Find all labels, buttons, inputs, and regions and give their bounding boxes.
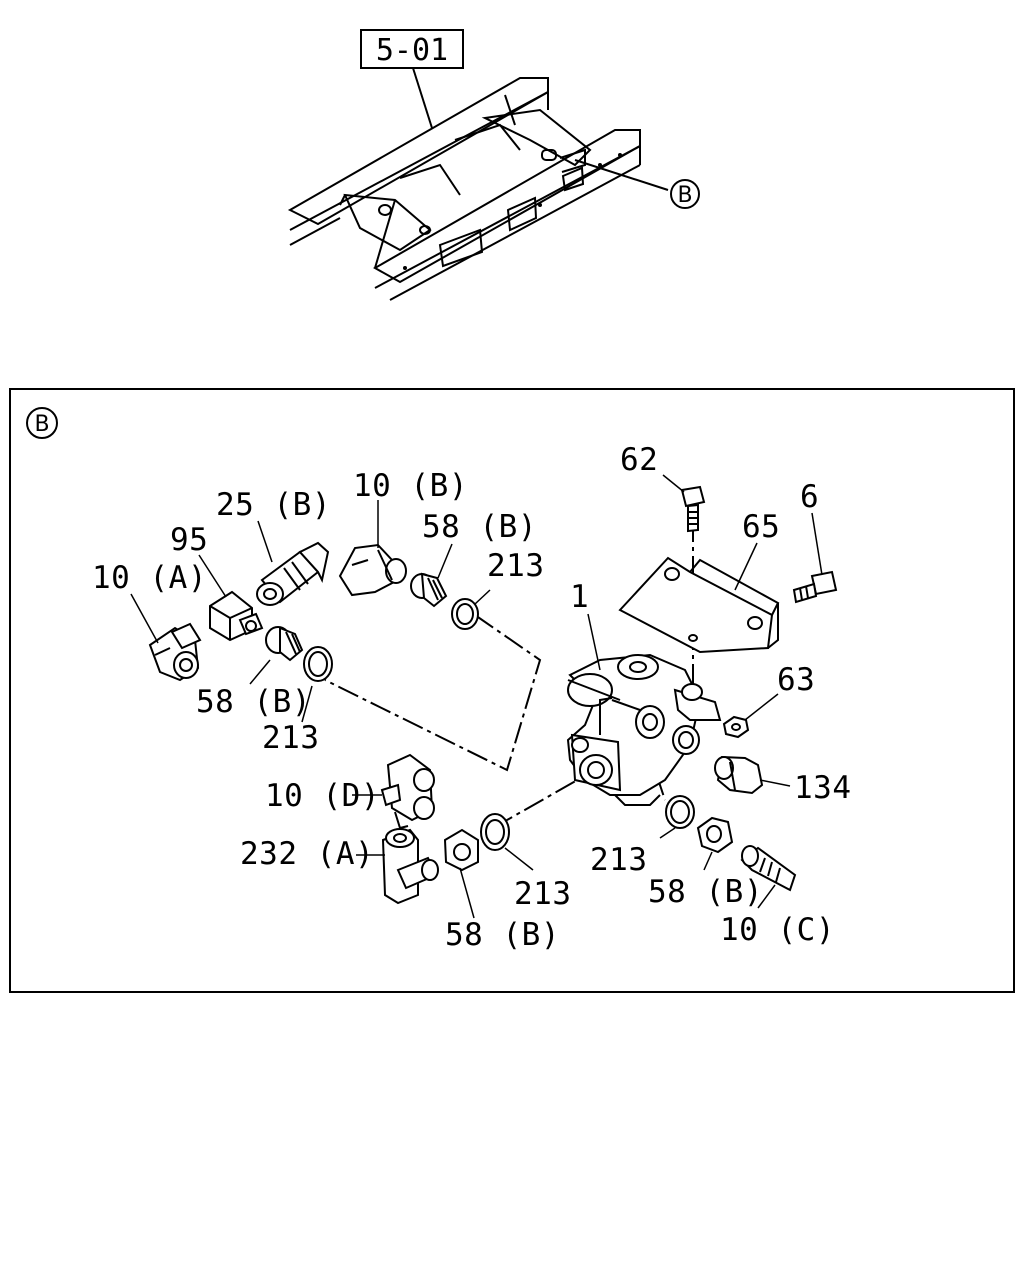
label-part-134: 134 bbox=[794, 770, 852, 806]
label-part-213-left: 213 bbox=[262, 720, 320, 756]
detail-callout-letter: B bbox=[34, 412, 49, 437]
ring-213-left bbox=[303, 646, 333, 682]
detail-callout: B bbox=[26, 407, 58, 439]
fitting-58b-right bbox=[696, 816, 734, 854]
bolt-62 bbox=[680, 485, 706, 533]
label-part-58b-right: 58 (B) bbox=[648, 874, 763, 910]
bracket-65 bbox=[618, 556, 780, 654]
reference-callout-letter: B bbox=[677, 183, 692, 208]
elbow-10d bbox=[380, 753, 435, 830]
label-part-213-lower: 213 bbox=[514, 876, 572, 912]
label-part-65: 65 bbox=[742, 509, 780, 545]
label-part-232a: 232 (A) bbox=[240, 836, 374, 872]
label-part-10b: 10 (B) bbox=[353, 468, 468, 504]
fitting-58b-lower bbox=[443, 828, 479, 872]
label-part-213-upper: 213 bbox=[487, 548, 545, 584]
block-95 bbox=[209, 590, 264, 642]
label-part-10a: 10 (A) bbox=[92, 560, 207, 596]
label-part-6: 6 bbox=[800, 479, 819, 515]
nut-63-hole bbox=[731, 723, 741, 731]
detail-frame bbox=[9, 388, 1015, 993]
fitting-58b-upper bbox=[410, 572, 448, 608]
label-part-62: 62 bbox=[620, 442, 658, 478]
label-part-213-right: 213 bbox=[590, 842, 648, 878]
leader-lines bbox=[130, 474, 823, 919]
valve-body-1 bbox=[566, 653, 722, 806]
elbow-10a bbox=[148, 622, 202, 682]
part-labels: 1 6 10 (A) 10 (B) 10 (C) 10 (D) 25 (B) 5… bbox=[92, 442, 852, 953]
chassis-frame-overview bbox=[287, 67, 669, 301]
ring-213-upper bbox=[451, 598, 479, 630]
label-part-58b-upper: 58 (B) bbox=[422, 509, 537, 545]
label-part-25b: 25 (B) bbox=[216, 487, 331, 523]
elbow-10b bbox=[338, 543, 407, 597]
centerline-upper bbox=[324, 614, 542, 772]
centerline-lower bbox=[492, 769, 596, 829]
connector-25b bbox=[256, 541, 330, 606]
bolt-6 bbox=[792, 570, 838, 604]
tee-232a bbox=[381, 828, 439, 905]
label-part-58b-left: 58 (B) bbox=[196, 684, 311, 720]
label-part-58b-lower: 58 (B) bbox=[445, 917, 560, 953]
ring-213-lower bbox=[480, 813, 510, 851]
reference-callout: B bbox=[670, 179, 700, 209]
ring-213-right bbox=[665, 795, 695, 829]
reference-box-label: 5-01 bbox=[376, 33, 448, 68]
label-part-1: 1 bbox=[570, 579, 589, 615]
plug-134 bbox=[714, 755, 764, 795]
label-part-10c: 10 (C) bbox=[720, 912, 835, 948]
label-part-95: 95 bbox=[170, 522, 208, 558]
reference-box: 5-01 bbox=[360, 29, 464, 69]
label-part-10d: 10 (D) bbox=[265, 778, 380, 814]
fitting-58b-left bbox=[265, 626, 304, 662]
label-part-63: 63 bbox=[777, 662, 815, 698]
nut-63 bbox=[722, 715, 750, 739]
connector-10c bbox=[740, 845, 797, 892]
